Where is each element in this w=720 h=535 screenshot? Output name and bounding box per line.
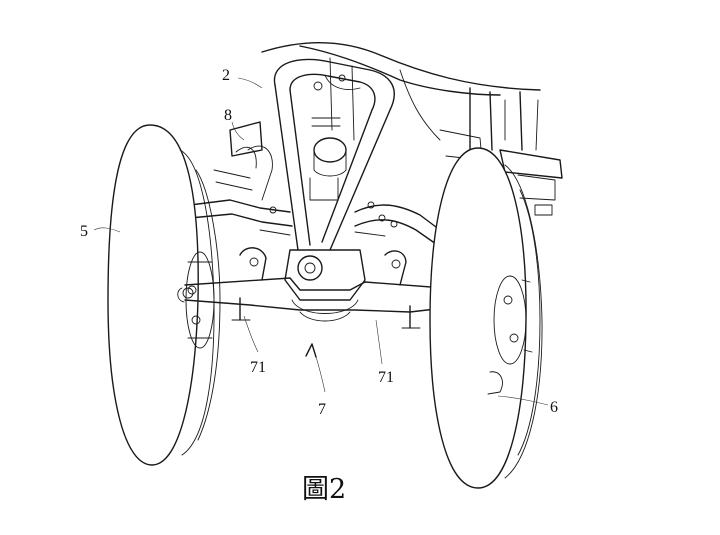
upper-triangular-frame xyxy=(273,58,395,251)
axle-assembly xyxy=(177,229,476,329)
label-8: 8 xyxy=(224,107,232,124)
leader-6 xyxy=(497,395,549,406)
lower-arm-assembly xyxy=(189,145,441,245)
label-7: 7 xyxy=(318,401,326,418)
figure-caption: 圖2 xyxy=(302,474,346,505)
vehicle-body xyxy=(229,41,563,216)
leader-71-left xyxy=(243,315,259,353)
leader-5 xyxy=(93,227,121,233)
label-2: 2 xyxy=(222,67,230,84)
label-6: 6 xyxy=(550,399,558,416)
leader-71-right xyxy=(375,319,383,365)
arrow-7 xyxy=(305,343,317,358)
label-71-left: 71 xyxy=(250,359,266,376)
reference-labels: 2 8 5 71 71 7 6 xyxy=(80,67,558,418)
leader-2 xyxy=(237,77,263,89)
leader-8 xyxy=(231,121,245,141)
right-wheel xyxy=(429,147,543,489)
left-wheel xyxy=(107,124,221,466)
leader-lines xyxy=(93,77,549,406)
label-5: 5 xyxy=(80,223,88,240)
label-71-right: 71 xyxy=(378,369,394,386)
